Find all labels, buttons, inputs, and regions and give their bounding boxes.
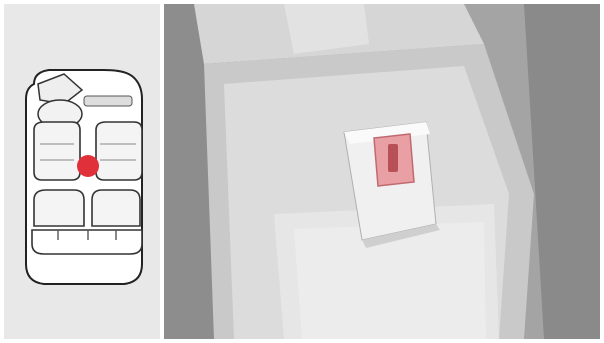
- center-console-marker: [77, 155, 99, 177]
- car-overview-panel: [4, 4, 160, 339]
- center-console-detail-panel: [164, 4, 600, 339]
- front-left-seat: [34, 122, 80, 180]
- center-console-usb-port-icon: [164, 4, 600, 339]
- rear-right-seat: [92, 190, 140, 226]
- rear-bench: [32, 230, 142, 254]
- rear-left-seat: [34, 190, 84, 226]
- front-right-seat: [96, 122, 142, 180]
- car-seating-overview-icon: [4, 4, 160, 339]
- dashboard-strip: [84, 96, 132, 106]
- usb-port-slot: [388, 144, 398, 172]
